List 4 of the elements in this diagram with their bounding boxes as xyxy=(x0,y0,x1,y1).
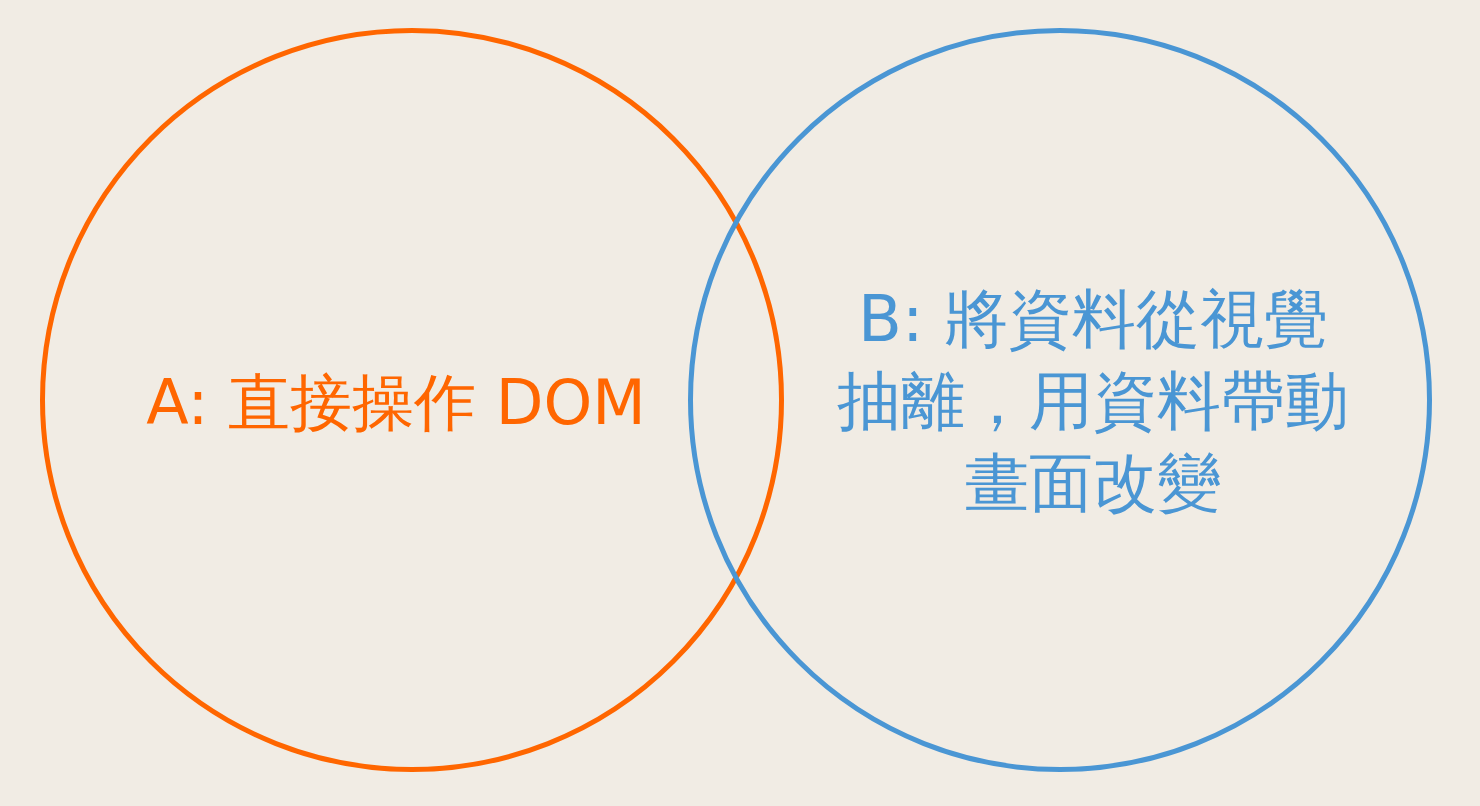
venn-circle xyxy=(40,28,784,772)
circle-label: B: 將資料從視覺抽離，用資料帶動畫面改變 xyxy=(836,281,1350,522)
circle-label: A: 直接操作 DOM xyxy=(146,365,646,442)
venn-circle xyxy=(688,28,1432,772)
